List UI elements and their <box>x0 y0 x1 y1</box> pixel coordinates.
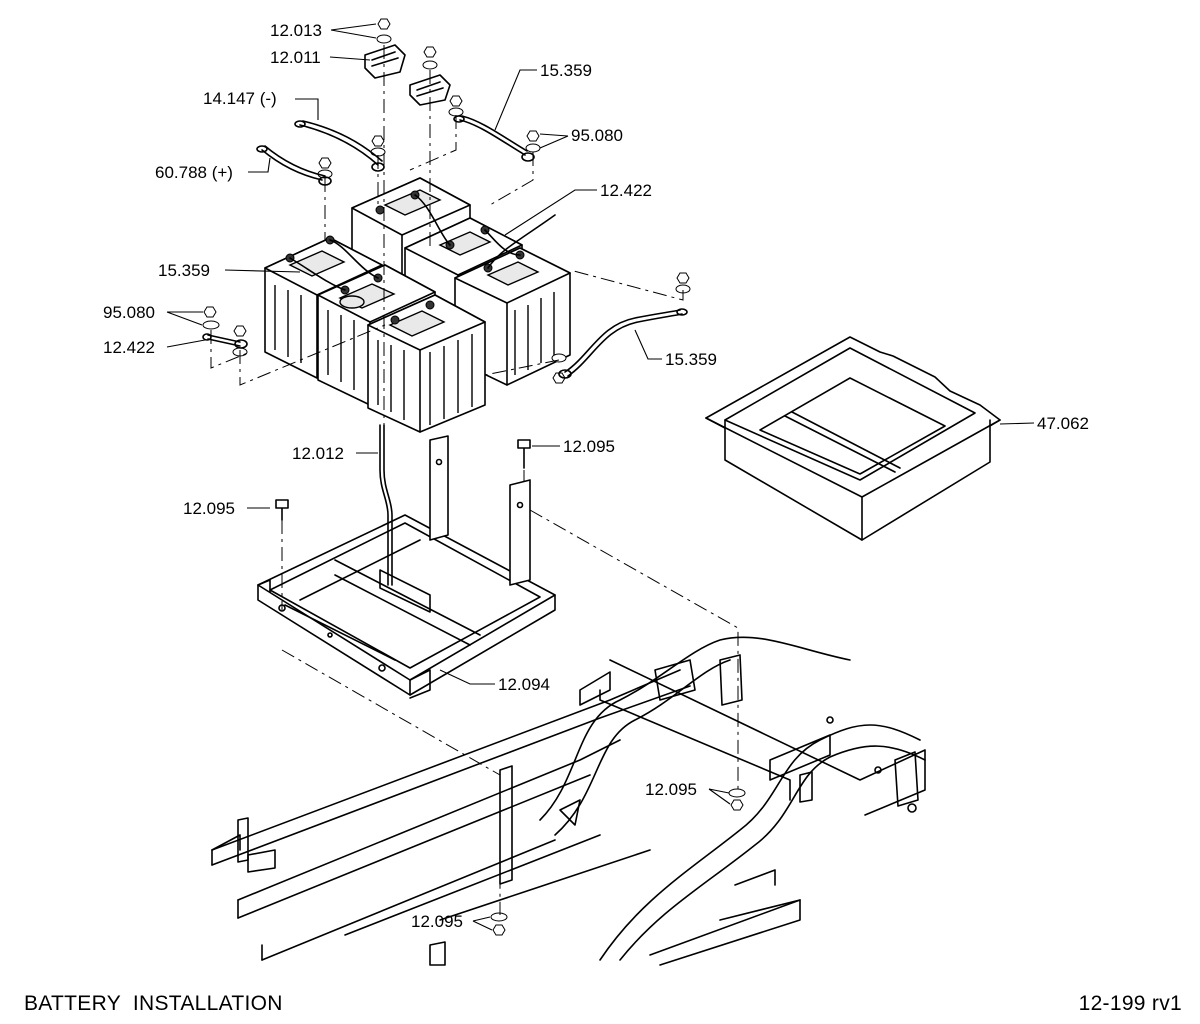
callout-95-080-right: 95.080 <box>571 126 623 145</box>
callout-12-095-frame: 12.095 <box>645 780 697 799</box>
battery-cover <box>705 336 1001 541</box>
battery-pack <box>264 177 571 433</box>
drawing-code: 12-199 rv1 <box>1078 992 1182 1015</box>
callout-12-095-left: 12.095 <box>183 499 235 518</box>
battery <box>367 294 486 433</box>
callout-95-080-left: 95.080 <box>103 303 155 322</box>
callout-60-788: 60.788 (+) <box>155 163 233 182</box>
callout-12-094: 12.094 <box>498 675 550 694</box>
callout-labels: 12.013 12.011 14.147 (-) 15.359 95.080 6… <box>103 21 1089 931</box>
callout-12-422-left: 12.422 <box>103 338 155 357</box>
vehicle-frame <box>211 636 926 966</box>
diagram-title: BATTERY INSTALLATION <box>24 992 283 1015</box>
battery-cables <box>202 115 688 379</box>
callout-12-422-right: 12.422 <box>600 181 652 200</box>
callout-12-012: 12.012 <box>292 444 344 463</box>
hold-down-rod <box>379 424 393 586</box>
callout-15-359-left: 15.359 <box>158 261 210 280</box>
battery-tray <box>257 435 556 699</box>
hold-down-clamps <box>364 44 451 106</box>
callout-47-062: 47.062 <box>1037 414 1089 433</box>
callout-12-013: 12.013 <box>270 21 322 40</box>
callout-12-095-bottom: 12.095 <box>411 912 463 931</box>
callout-12-095-top: 12.095 <box>563 437 615 456</box>
alignment-lines <box>210 45 739 915</box>
callout-14-147: 14.147 (-) <box>203 89 277 108</box>
callout-15-359-lower: 15.359 <box>665 350 717 369</box>
callout-15-359-top: 15.359 <box>540 61 592 80</box>
callout-12-011: 12.011 <box>270 48 321 67</box>
